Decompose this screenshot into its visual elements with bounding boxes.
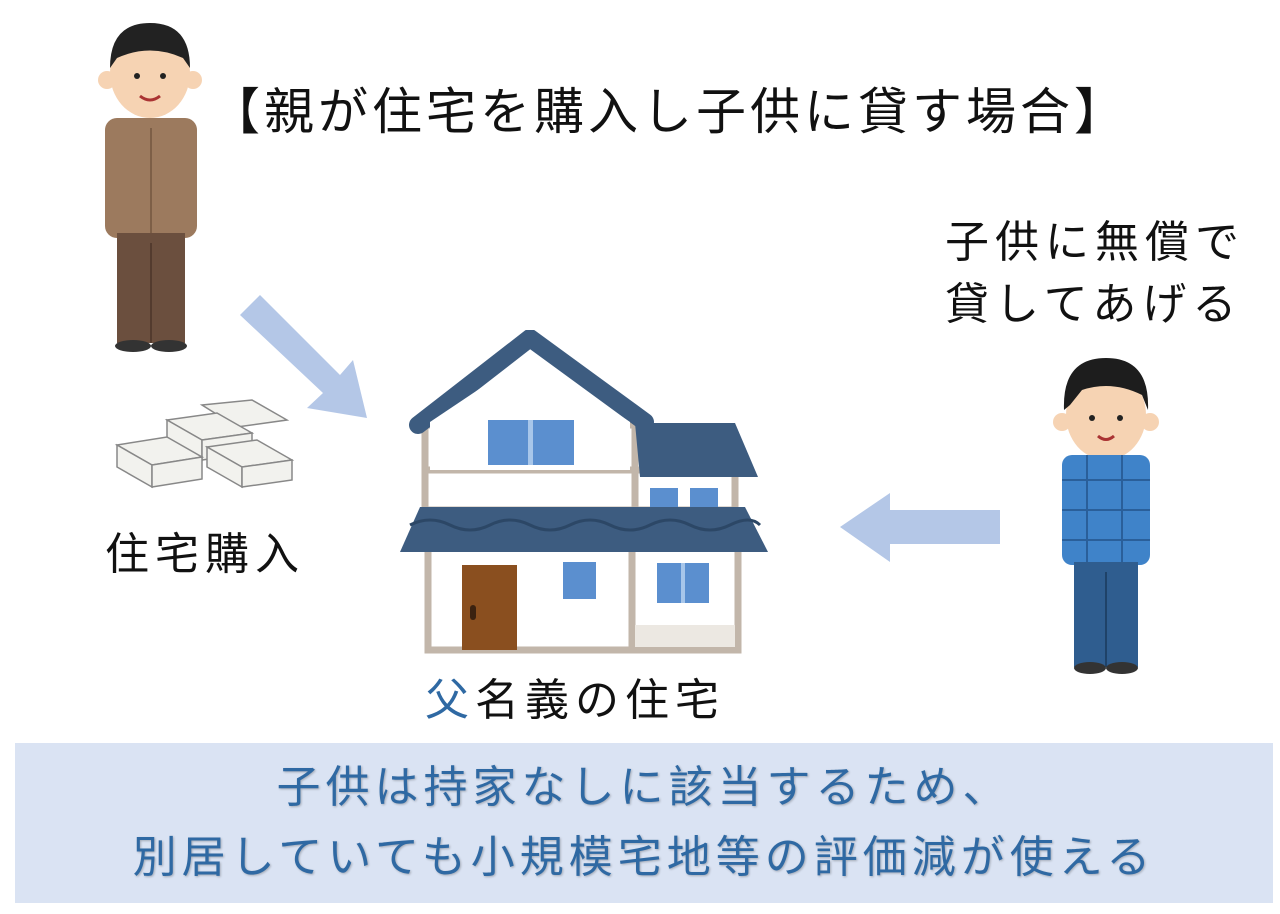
lend-note-line1: 子供に無償で — [945, 217, 1245, 268]
house-illustration — [400, 330, 768, 654]
son-illustration — [1053, 358, 1159, 674]
house-label-rest: 名義の住宅 — [475, 675, 725, 726]
purchase-arrow-icon — [240, 295, 367, 418]
lend-arrow-icon — [840, 493, 1000, 562]
lend-note: 子供に無償で 貸してあげる — [945, 212, 1245, 336]
lend-note-line2: 貸してあげる — [945, 279, 1243, 330]
house-label: 父名義の住宅 — [425, 664, 725, 728]
conclusion-banner: 子供は持家なしに該当するため、 別居していても小規模宅地等の評価減が使える — [15, 743, 1273, 903]
purchase-label: 住宅購入 — [105, 529, 305, 580]
money-stacks-icon — [114, 399, 295, 489]
father-illustration — [98, 23, 202, 352]
diagram-title: 【親が住宅を購入し子供に貸す場合】 — [210, 83, 1128, 141]
house-owner-accent: 父 — [425, 675, 475, 726]
conclusion-line2: 別居していても小規模宅地等の評価減が使える — [132, 832, 1156, 883]
conclusion-line1: 子供は持家なしに該当するため、 — [276, 762, 1012, 813]
